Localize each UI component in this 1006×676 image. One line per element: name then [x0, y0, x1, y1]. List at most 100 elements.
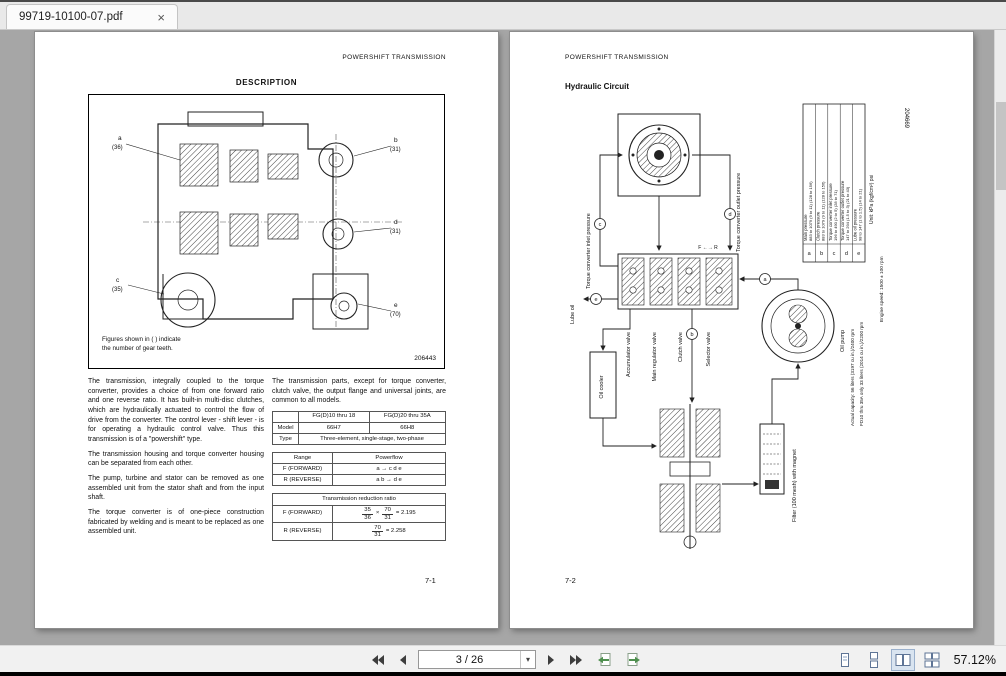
- svg-text:196 to 490 (2 to 5) (28 to 71): 196 to 490 (2 to 5) (28 to 71): [833, 189, 838, 241]
- svg-text:d: d: [845, 251, 848, 257]
- single-page-icon: [840, 652, 849, 667]
- forward-flow: a → c d e: [332, 463, 446, 476]
- previous-page-button[interactable]: [394, 652, 412, 668]
- last-page-button[interactable]: [566, 652, 588, 668]
- svg-text:Clutch pressure: Clutch pressure: [815, 211, 820, 241]
- label-a-teeth: (36): [112, 145, 123, 151]
- main-regulator-valve-label: Main regulator valve: [652, 332, 658, 382]
- torque-converter: [617, 113, 701, 197]
- hydraulic-circuit-diagram: Oil cooler: [570, 103, 909, 549]
- label-e-teeth: (70): [390, 312, 401, 318]
- double-left-triangle-icon: [372, 654, 384, 665]
- clutch-valve-label: Clutch valve: [678, 332, 684, 362]
- single-page-view-button[interactable]: [834, 650, 856, 670]
- svg-text:b: b: [690, 332, 693, 338]
- label-d-teeth: (31): [390, 229, 401, 235]
- section-title-description: DESCRIPTION: [235, 78, 298, 87]
- right-triangle-icon: [548, 654, 554, 665]
- tab-title: 99719-10100-07.pdf: [19, 11, 123, 23]
- first-page-button[interactable]: [366, 652, 388, 668]
- paragraph: The torque converter is of one-piece con…: [88, 508, 264, 536]
- svg-text:883 to 1079 (9 to 11) (128 to: 883 to 1079 (9 to 11) (128 to 156): [820, 181, 825, 241]
- engine-speed-note: Engine speed: 1500 ± 100 rpm: [879, 256, 885, 322]
- combo-dropdown-icon[interactable]: ▾: [520, 651, 535, 668]
- book-view-button[interactable]: [921, 650, 943, 670]
- hydraulic-lines: [583, 152, 801, 487]
- label-a: a: [118, 135, 122, 142]
- oil-pump: [761, 289, 835, 363]
- pressure-table: a b c d e Main pressure 883 to 1079 (9 t…: [802, 103, 885, 322]
- ratio-reverse-label: R (REVERSE): [272, 522, 333, 542]
- page-number-combobox[interactable]: 3 / 26 ▾: [418, 650, 536, 669]
- selector-fr-label: F ←→ R: [698, 245, 718, 251]
- model-table-header-2: FG(D)20 thru 35A: [368, 410, 447, 424]
- svg-text:Main pressure: Main pressure: [803, 214, 808, 241]
- page-navigation-group: 3 / 26 ▾: [366, 646, 644, 673]
- oil-cooler-label: Oil cooler: [599, 375, 605, 398]
- vertical-scrollbar[interactable]: [994, 30, 1006, 645]
- unit-note: Unit: kPa (kgf/cm²) psi: [869, 175, 875, 224]
- text-column-right: The transmission parts, except for torqu…: [272, 377, 447, 548]
- ratio-table-title: Transmission reduction ratio: [272, 493, 446, 506]
- svg-text:Lube oil pressure: Lube oil pressure: [853, 208, 858, 241]
- powerflow-header-range: Range: [272, 452, 333, 465]
- accumulator-valve-label: Accumulator valve: [626, 332, 632, 377]
- model-table-header-1: FG(D)10 thru 18: [298, 410, 370, 424]
- figure-caption-line1: Figures shown in ( ) indicate: [102, 336, 181, 343]
- pdf-page-left: POWERSHIFT TRANSMISSION DESCRIPTION: [35, 32, 498, 628]
- pump-capacity-line1: Actual capacity: 56 liters (3197 cu in.)…: [850, 329, 855, 426]
- oil-filter: [759, 423, 785, 495]
- paragraph: The pump, turbine and stator can be remo…: [88, 474, 264, 502]
- transmission-housing: [157, 111, 369, 330]
- next-page-button[interactable]: [542, 652, 560, 668]
- measuring-points: a b c d e: [590, 208, 771, 340]
- reverse-label: R (REVERSE): [272, 474, 333, 487]
- svg-text:b: b: [820, 251, 823, 257]
- paragraph: The transmission housing and torque conv…: [88, 450, 264, 468]
- forward-label: F (FORWARD): [272, 463, 333, 476]
- ratio-forward-label: F (FORWARD): [272, 504, 333, 524]
- figure-number: 206443: [414, 355, 436, 362]
- facing-pages-icon: [895, 653, 911, 666]
- type-value: Three-element, single-stage, two-phase: [298, 433, 446, 446]
- svg-text:a: a: [808, 251, 812, 257]
- document-canvas[interactable]: POWERSHIFT TRANSMISSION DESCRIPTION: [0, 30, 1006, 645]
- section-title-hydraulic-circuit: Hydraulic Circuit: [565, 82, 630, 91]
- valve-block: [617, 253, 739, 310]
- previous-view-button[interactable]: [594, 650, 616, 670]
- label-b-teeth: (31): [390, 147, 401, 153]
- running-header: POWERSHIFT TRANSMISSION: [565, 54, 669, 61]
- gear-circles: [160, 142, 358, 328]
- powerflow-header-flow: Powerflow: [332, 452, 446, 465]
- svg-text:e: e: [594, 297, 597, 303]
- paragraph: The transmission, integrally coupled to …: [88, 378, 264, 443]
- oil-pump-label: Oil pump: [840, 330, 846, 352]
- clutch-assembly: [659, 404, 721, 549]
- label-c: c: [116, 277, 120, 284]
- facing-pages-view-button[interactable]: [890, 648, 915, 671]
- selector-valve-label: Selector valve: [706, 332, 712, 367]
- type-row-label: Type: [272, 433, 299, 446]
- svg-text:d: d: [728, 212, 731, 218]
- pump-capacity-line2: FD10 thru 35A only 33 liters (2014 cu in…: [859, 322, 864, 426]
- svg-text:147 to 294 (1.5 to 3) (21 to 4: 147 to 294 (1.5 to 3) (21 to 43): [845, 186, 850, 241]
- page-number: 7-2: [565, 576, 576, 585]
- figure-number: 204669: [903, 108, 909, 129]
- model-row-label: Model: [272, 422, 299, 435]
- svg-text:883 to 1079 (9 to 11) (128 to: 883 to 1079 (9 to 11) (128 to 156): [808, 181, 813, 241]
- label-e: e: [394, 302, 398, 309]
- model-value-1: 66H7: [298, 422, 370, 435]
- book-view-icon: [924, 652, 940, 667]
- tab-close-icon[interactable]: ×: [157, 9, 165, 25]
- scrollbar-thumb[interactable]: [996, 102, 1006, 190]
- running-header: POWERSHIFT TRANSMISSION: [342, 54, 446, 61]
- filter-label: Filter (100 mesh) with magnet: [792, 449, 798, 522]
- powerflow-table: Range Powerflow F (FORWARD) a → c d e R …: [272, 452, 446, 487]
- svg-text:e: e: [857, 251, 860, 257]
- zoom-level[interactable]: 57.12%: [953, 652, 996, 667]
- document-tab[interactable]: 99719-10100-07.pdf ×: [6, 4, 178, 29]
- next-view-button[interactable]: [622, 650, 644, 670]
- continuous-view-button[interactable]: [863, 650, 885, 670]
